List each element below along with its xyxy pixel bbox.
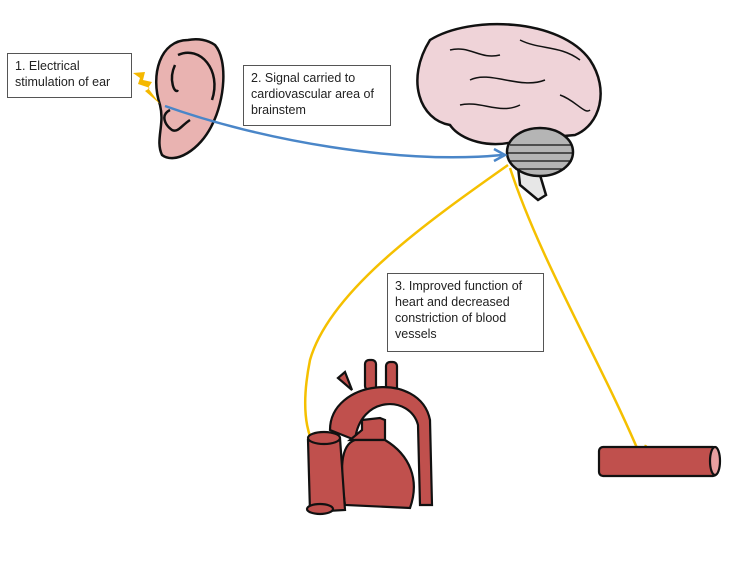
- step2-label: 2. Signal carried to cardiovascular area…: [243, 65, 391, 126]
- signal-arrowhead: [493, 147, 508, 163]
- step1-label: 1. Electrical stimulation of ear: [7, 53, 132, 98]
- brain-illustration: [416, 22, 602, 202]
- signal-arrow: [164, 104, 503, 159]
- step3-label: 3. Improved function of heart and decrea…: [387, 273, 544, 352]
- blood-vessel-illustration: [597, 445, 722, 478]
- lightning-icon: [133, 72, 160, 104]
- vessel-effect-arrow: [508, 167, 642, 456]
- ear-illustration: [155, 37, 225, 160]
- heart-illustration: [305, 358, 434, 516]
